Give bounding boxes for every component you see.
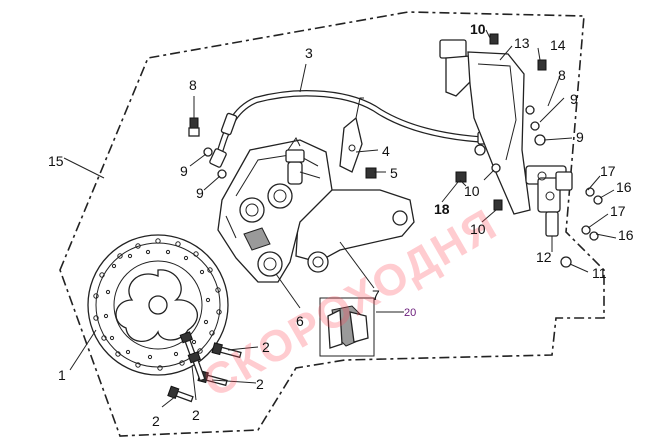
- callout-18: 18: [434, 201, 450, 217]
- callout-13: 13: [514, 35, 530, 51]
- callout-17: 17: [600, 163, 616, 179]
- callout-8: 8: [558, 67, 566, 83]
- master-cylinder: [439, 39, 573, 237]
- callout-5: 5: [390, 165, 398, 181]
- callout-17: 17: [610, 203, 626, 219]
- callout-12: 12: [536, 249, 552, 265]
- callout-10: 10: [470, 221, 486, 237]
- callout-2: 2: [256, 376, 264, 392]
- callout-10: 10: [464, 183, 480, 199]
- brake-caliper: [217, 139, 333, 283]
- hose-clip: [339, 97, 364, 173]
- callout-14: 14: [550, 37, 566, 53]
- callout-2: 2: [152, 413, 160, 429]
- brake-pads-inset: [319, 297, 375, 357]
- assembly-boundary: [59, 11, 605, 437]
- callout-4: 4: [382, 143, 390, 159]
- callout-9: 9: [570, 91, 578, 107]
- caliper-bracket: [295, 189, 415, 263]
- callout-labels: 1 2 2 2 2 3 4 5 6 7 8 8 9 9 9 9 10 10 10…: [48, 21, 634, 429]
- callout-2: 2: [192, 407, 200, 423]
- callout-8: 8: [189, 77, 197, 93]
- callout-16: 16: [618, 227, 634, 243]
- callout-10: 10: [470, 21, 486, 37]
- callout-20: 20: [404, 307, 416, 319]
- fasteners: [188, 33, 603, 268]
- disc-bolts: [167, 331, 242, 403]
- leader-lines: [63, 29, 617, 408]
- callout-1: 1: [58, 367, 66, 383]
- disc-holes: [93, 238, 222, 371]
- callout-9: 9: [180, 163, 188, 179]
- callout-9: 9: [196, 185, 204, 201]
- callout-16: 16: [616, 179, 632, 195]
- callout-2: 2: [262, 339, 270, 355]
- callout-9: 9: [576, 129, 584, 145]
- callout-3: 3: [305, 45, 313, 61]
- callout-6: 6: [296, 313, 304, 329]
- callout-7: 7: [372, 287, 380, 303]
- callout-11: 11: [592, 265, 607, 281]
- callout-15: 15: [48, 153, 64, 169]
- brake-disc: [87, 234, 229, 376]
